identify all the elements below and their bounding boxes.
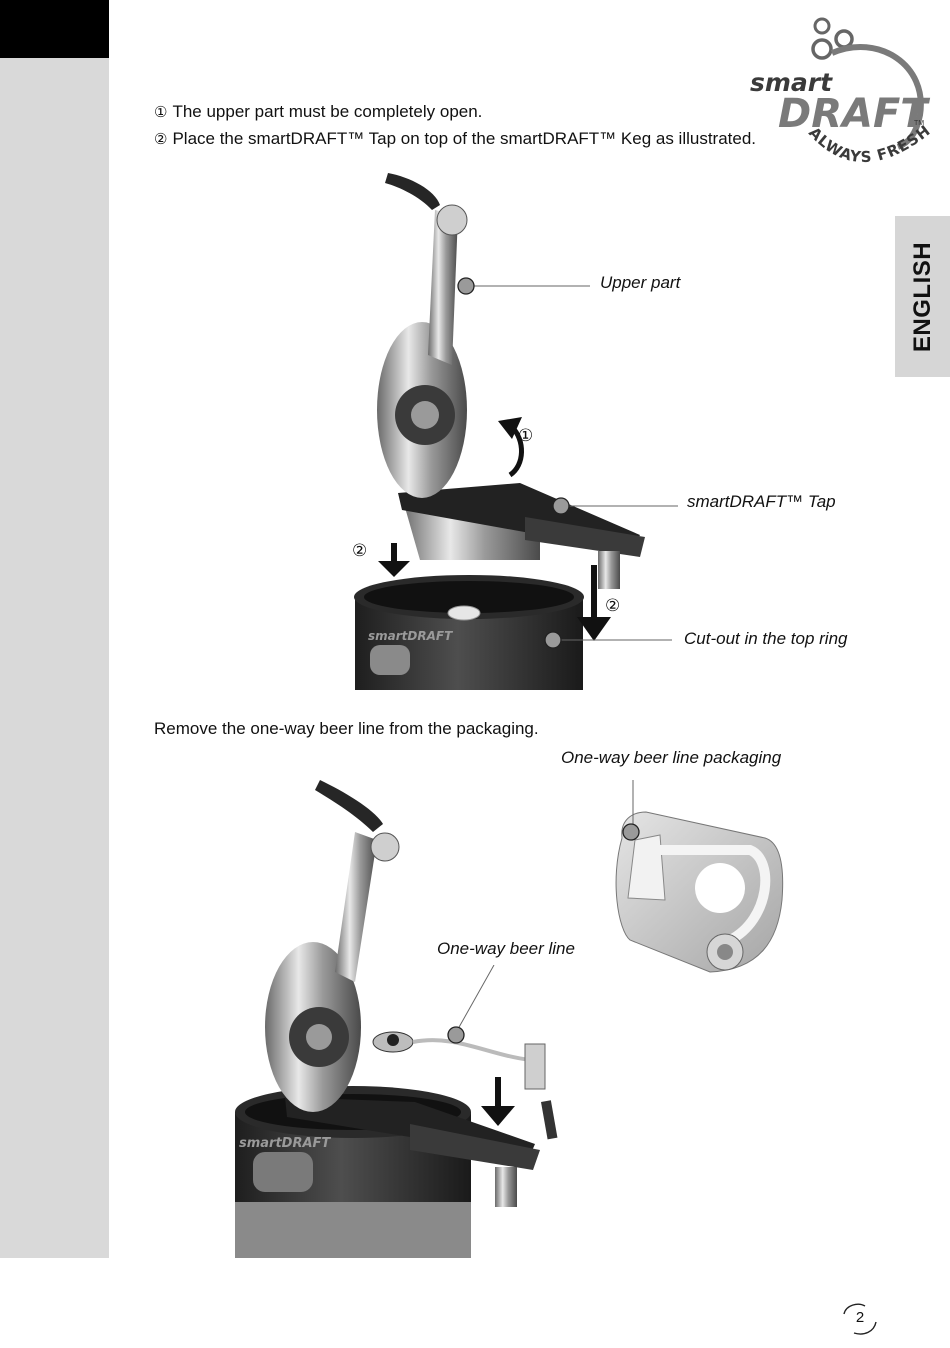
page-number-text: 2 [855, 1309, 865, 1326]
language-tab-label: ENGLISH [908, 241, 936, 352]
callout-beer-line: One-way beer line [437, 939, 575, 958]
callout-packaging: One-way beer line packaging [561, 748, 782, 767]
svg-text:smart: smart [750, 68, 833, 97]
callout-tap: smartDRAFT™ Tap [687, 492, 836, 511]
section-2-instruction: Remove the one-way beer line from the pa… [154, 719, 539, 738]
step-2-number: ② [154, 131, 168, 148]
insert-arrow [481, 1077, 515, 1126]
left-margin-bar [0, 0, 109, 1258]
callout-upper-part: Upper part [600, 273, 681, 292]
page-number: 2 [838, 1300, 882, 1340]
beer-line-graphic [372, 1031, 558, 1140]
marker-place-left: ② [352, 541, 367, 561]
tap-graphic [377, 173, 645, 589]
beer-line-leader [447, 965, 495, 1044]
callout-cutout: Cut-out in the top ring [684, 629, 848, 648]
left-margin-block [0, 0, 109, 58]
place-arrow-right [577, 565, 611, 641]
tap-graphic-2 [265, 780, 540, 1207]
marker-open: ① [518, 426, 533, 446]
marker-place-right: ② [605, 596, 620, 616]
step-1-number: ① [154, 104, 168, 121]
place-arrow-left [378, 543, 410, 577]
language-tab: ENGLISH [895, 216, 950, 377]
figure-1-leaders [457, 277, 678, 649]
open-arrow [498, 417, 524, 478]
step-1-text: The upper part must be completely open. [172, 102, 483, 121]
svg-text:TM: TM [914, 120, 924, 127]
figure-packaging [615, 780, 784, 973]
smartdraft-logo: smart DRAFT TM ALWAYS FRESH [750, 17, 933, 166]
figure-tap-on-keg: smartDRAFT ① ② ② [352, 173, 645, 690]
page-number-swirl [843, 1303, 877, 1335]
step-2-text: Place the smartDRAFT™ Tap on top of the … [172, 129, 757, 148]
keg-brand: smartDRAFT [368, 629, 453, 643]
figure-beer-line: smartDRAFT [235, 780, 558, 1258]
svg-text:DRAFT: DRAFT [778, 91, 930, 137]
keg-brand-2: smartDRAFT [239, 1136, 331, 1151]
